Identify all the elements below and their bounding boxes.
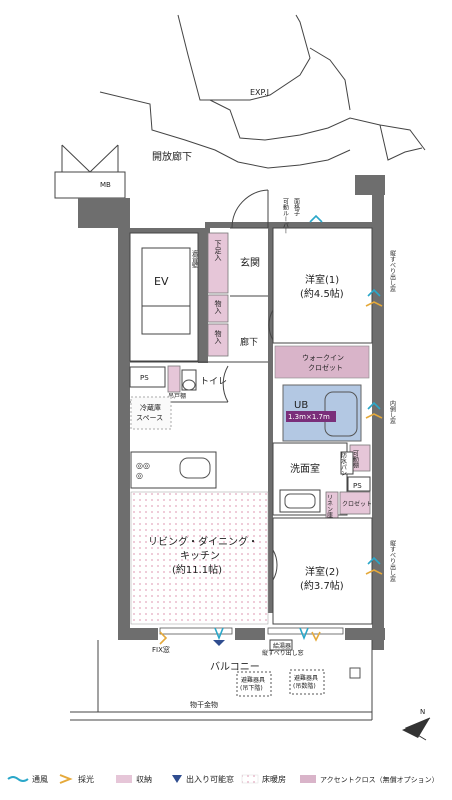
compass-icon: N bbox=[402, 708, 431, 741]
western1-label: 洋室(1)(約4.5帖) bbox=[300, 273, 344, 300]
entry-storage: 下足入 物入 物入 bbox=[207, 232, 229, 357]
linen-label: リネン庫 bbox=[326, 494, 333, 519]
stove-icon-2: ◎ bbox=[136, 471, 143, 480]
sliding-window-label: 縦すべり出し窓 bbox=[262, 649, 304, 657]
movable-shelf-label: 可動棚 bbox=[352, 450, 359, 469]
drying-label: 物干金物 bbox=[190, 700, 218, 709]
balcony: バルコニー 避難器具(吊下階) 避難器具(吊数階) 物干金物 bbox=[70, 640, 373, 721]
legend-storage: 収納 bbox=[116, 774, 152, 784]
fridge-space: 冷蔵庫スペース bbox=[130, 396, 172, 430]
mb-box: MB bbox=[54, 144, 126, 199]
western-room-1: 洋室(1)(約4.5帖) bbox=[268, 227, 373, 344]
right-windows: 縦すべり出し窓 内倒し窓 縦すべり出し窓 bbox=[309, 214, 396, 582]
walkin-label: ウォークインクロゼット bbox=[302, 354, 344, 372]
window-right-bottom bbox=[365, 556, 383, 575]
ps-mid-label: PS bbox=[353, 482, 362, 490]
ub-label: UB bbox=[294, 400, 308, 411]
legend-ventilation-label: 通風 bbox=[32, 774, 48, 784]
ps-top-label: PS bbox=[140, 374, 149, 382]
fix-window-label: FIX窓 bbox=[152, 645, 170, 654]
legend-floor-heating-label: 床暖房 bbox=[262, 774, 286, 784]
ub-size-label: 1.3m×1.7m bbox=[288, 413, 330, 421]
western2-label: 洋室(2)(約3.7帖) bbox=[300, 565, 344, 592]
bottom-windows: FIX窓 縦すべり出し窓 給湯器 bbox=[152, 627, 344, 657]
toilet: PS トイレ 吊戸棚 bbox=[129, 361, 268, 403]
storage1-label: 物入 bbox=[214, 299, 222, 314]
kitchen-counter: ◎◎ ◎ bbox=[130, 451, 217, 489]
stove-icon: ◎◎ bbox=[136, 461, 150, 470]
legend-ventilation: 通風 bbox=[7, 774, 48, 784]
unit-bath: UB 1.3m×1.7m bbox=[282, 384, 362, 442]
ldk: リビング・ダイニング・キッチン(約11.1帖) bbox=[130, 491, 269, 625]
elevator: EV bbox=[129, 232, 199, 362]
aircon-unit-label: 給湯器 bbox=[273, 642, 291, 650]
evac1-label: 避難器具(吊下階) bbox=[240, 676, 265, 692]
legend-floor-heating: 床暖房 bbox=[241, 774, 286, 784]
window-right-mid bbox=[365, 401, 383, 419]
closet-label: クロゼット bbox=[342, 500, 372, 508]
window-right-top-label: 縦すべり出し窓 bbox=[389, 249, 396, 292]
expansion-joint-area: EXP.J bbox=[99, 14, 426, 169]
walkin-closet: ウォークインクロゼット bbox=[274, 345, 370, 379]
louver-label: 可動ルーバー bbox=[282, 198, 289, 234]
western-room-2: 洋室(2)(約3.7帖) bbox=[272, 517, 373, 625]
legend-daylight: 採光 bbox=[59, 774, 94, 784]
genkan-label: 玄関 bbox=[240, 256, 260, 269]
corridor-label: 開放廊下 bbox=[152, 150, 192, 163]
storage2-label: 物入 bbox=[214, 329, 222, 344]
legend: 通風 採光 収納 出入り可能窓 床暖房 アクセントクロス（無償オプション） bbox=[7, 774, 439, 784]
fridge-label: 冷蔵庫スペース bbox=[136, 403, 163, 422]
balcony-label: バルコニー bbox=[210, 661, 260, 673]
mb-label: MB bbox=[100, 181, 111, 189]
genkan: 玄関 廊下 bbox=[230, 189, 269, 348]
structure-walls bbox=[78, 175, 385, 650]
legend-entry-window: 出入り可能窓 bbox=[172, 774, 234, 784]
toilet-label: トイレ bbox=[200, 377, 227, 387]
evac2-label: 避難器具(吊数階) bbox=[293, 674, 318, 690]
waterproof-pan-label: 防水パン bbox=[340, 451, 347, 476]
window-right-top bbox=[365, 288, 383, 307]
ev-label: EV bbox=[154, 275, 169, 288]
legend-entry-window-label: 出入り可能窓 bbox=[186, 774, 234, 784]
legend-accent-cross: アクセントクロス（無償オプション） bbox=[300, 775, 439, 784]
window-top-louver bbox=[309, 214, 323, 223]
hanging-shelf-label: 吊戸棚 bbox=[168, 392, 186, 400]
hallway-label: 廊下 bbox=[240, 336, 258, 348]
legend-accent-cross-label: アクセントクロス（無償オプション） bbox=[320, 775, 439, 784]
compass-label: N bbox=[420, 708, 425, 716]
washroom-label: 洗面室 bbox=[290, 462, 320, 475]
sound-wall-label: 遮音壁 bbox=[191, 249, 198, 268]
louver-label-2: 面格子 bbox=[293, 198, 300, 216]
legend-daylight-label: 採光 bbox=[78, 774, 94, 784]
ldk-label: リビング・ダイニング・キッチン(約11.1帖) bbox=[148, 535, 258, 576]
window-right-bottom-label: 縦すべり出し窓 bbox=[389, 539, 396, 582]
expj-label: EXP.J bbox=[250, 88, 269, 97]
legend-storage-label: 収納 bbox=[136, 774, 152, 784]
shoe-storage-label: 下足入 bbox=[214, 240, 222, 261]
washroom: 洗面室 可動棚 防水パン PS リネン庫 クロゼット bbox=[272, 442, 372, 519]
window-right-mid-label: 内倒し窓 bbox=[389, 399, 396, 424]
